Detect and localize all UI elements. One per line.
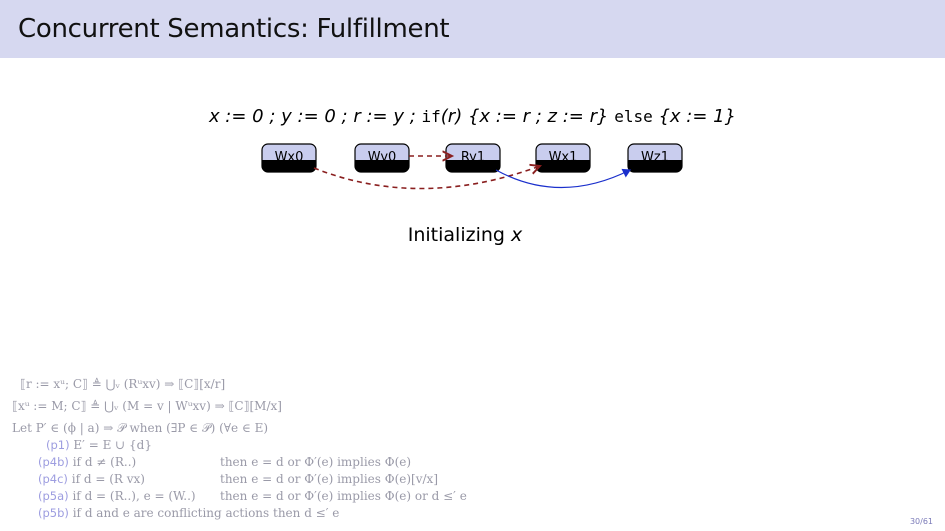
rule-p1-tag: (p1) xyxy=(46,438,70,452)
rule-p4c: (p4c) if d = (R vx) xyxy=(38,472,145,486)
event-wy0: Wy0 xyxy=(354,143,410,173)
rule-p4c-tag: (p4c) xyxy=(38,472,68,486)
rule-p4b-tag: (p4b) xyxy=(38,455,69,469)
arrow-ry1-to-wz1 xyxy=(495,168,632,188)
keyword-if: if xyxy=(421,107,441,126)
caption-var: x xyxy=(511,224,523,246)
event-ry1-label: Ry1 xyxy=(461,150,485,165)
rule-p5a-then: then e = d or Φ′(e) implies Φ(e) or d ≤′… xyxy=(220,489,467,503)
rule-p4b: (p4b) if d ≠ (R..) xyxy=(38,455,136,469)
rule-p5b: (p5b) if d and e are conflicting actions… xyxy=(38,506,339,520)
rule-p5b-text: if d and e are conflicting actions then … xyxy=(72,506,340,520)
rule-p5a: (p5a) if d = (R..), e = (W..) xyxy=(38,489,196,503)
rule-p4c-then: then e = d or Φ′(e) implies Φ(e)[v/x] xyxy=(220,472,438,486)
slide-title: Concurrent Semantics: Fulfillment xyxy=(18,14,450,44)
event-wy0-label: Wy0 xyxy=(368,150,397,165)
keyword-else: else xyxy=(614,107,653,126)
event-wx1: Wx1 xyxy=(535,143,591,173)
program-stmt-1: x := 0 ; xyxy=(208,106,282,127)
event-wx1-label: Wx1 xyxy=(549,150,578,165)
event-wx0-label: Wx0 xyxy=(275,150,304,165)
title-bar: Concurrent Semantics: Fulfillment xyxy=(0,0,945,58)
rule-p5a-cond: if d = (R..), e = (W..) xyxy=(72,489,196,503)
program-else-block: {x := 1} xyxy=(658,106,737,127)
rule-p1: (p1) E′ = E ∪ {d} xyxy=(46,438,152,452)
caption: Initializing x xyxy=(0,224,930,246)
program-then-block: {x := r ; z := r} xyxy=(467,106,609,127)
rule-p4b-then: then e = d or Φ′(e) implies Φ(e) xyxy=(220,455,412,469)
caption-prefix: Initializing xyxy=(407,224,511,246)
program-stmt-2: y := 0 ; xyxy=(281,106,354,127)
rule-p5b-tag: (p5b) xyxy=(38,506,69,520)
rule-p1-text: E′ = E ∪ {d} xyxy=(73,438,152,452)
event-wz1-label: Wz1 xyxy=(641,150,669,165)
program-stmt-3: r := y ; xyxy=(353,106,422,127)
arrow-wx0-to-wx1 xyxy=(313,166,540,190)
program-cond: (r) xyxy=(440,106,463,127)
rule-p5a-tag: (p5a) xyxy=(38,489,69,503)
rule-let: Let P′ ∈ (ϕ | a) ⇒ 𝒫 when (∃P ∈ 𝒫) (∀e ∈… xyxy=(12,421,269,435)
rule-write: ⟦xᵘ := M; C⟧ ≜ ⋃ᵥ (M = v | Wᵘxv) ⇒ ⟦C⟧[M… xyxy=(12,399,282,413)
event-wx0: Wx0 xyxy=(261,143,317,173)
program-text: x := 0 ; y := 0 ; r := y ; if(r) {x := r… xyxy=(0,106,945,127)
rule-read: ⟦r := xᵘ; C⟧ ≜ ⋃ᵥ (Rᵘxv) ⇒ ⟦C⟧[x/r] xyxy=(20,377,226,391)
rule-p4c-cond: if d = (R vx) xyxy=(71,472,145,486)
event-ry1: Ry1 xyxy=(445,143,501,173)
page-number: 30/61 xyxy=(909,517,933,526)
rule-p4b-cond: if d ≠ (R..) xyxy=(72,455,137,469)
event-wz1: Wz1 xyxy=(627,143,683,173)
